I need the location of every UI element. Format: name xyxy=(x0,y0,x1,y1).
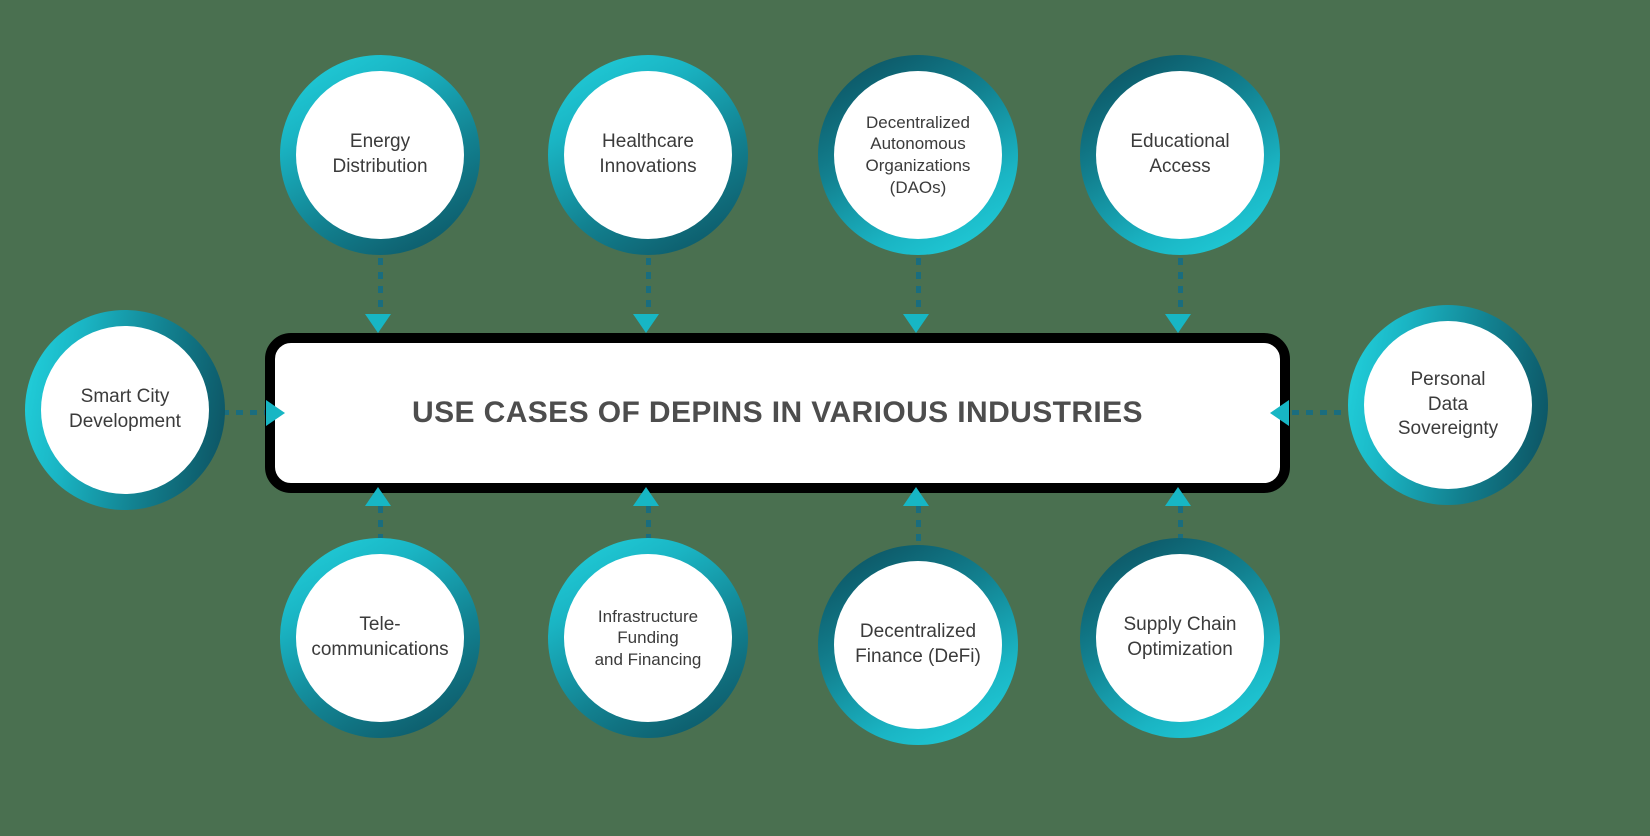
connector-top-1 xyxy=(378,258,383,320)
arrowhead-bottom-2-icon xyxy=(633,487,659,506)
node-label: Energy Distribution xyxy=(332,131,428,177)
arrowhead-top-4-icon xyxy=(1165,314,1191,333)
arrowhead-top-2-icon xyxy=(633,314,659,333)
arrowhead-top-1-icon xyxy=(365,314,391,333)
node-face: Decentralized Finance (DeFi) xyxy=(834,561,1002,729)
node-face: Supply Chain Optimization xyxy=(1096,554,1264,722)
connector-top-4 xyxy=(1178,258,1183,320)
node-label: Personal Data Sovereignty xyxy=(1397,368,1499,440)
node-supply-chain-optimization[interactable]: Supply Chain Optimization xyxy=(1080,538,1280,738)
node-face: Personal Data Sovereignty xyxy=(1364,321,1532,489)
node-label: Decentralized Finance (DeFi) xyxy=(855,621,981,667)
node-label: Tele- communications xyxy=(311,614,449,660)
node-educational-access[interactable]: Educational Access xyxy=(1080,55,1280,255)
node-label: Supply Chain Optimization xyxy=(1123,614,1237,660)
arrowhead-top-3-icon xyxy=(903,314,929,333)
node-energy-distribution[interactable]: Energy Distribution xyxy=(280,55,480,255)
node-label: Educational Access xyxy=(1130,131,1230,177)
node-label: Smart City Development xyxy=(69,386,181,432)
node-face: Tele- communications xyxy=(296,554,464,722)
connector-left-1 xyxy=(222,410,274,415)
arrowhead-bottom-4-icon xyxy=(1165,487,1191,506)
connector-bottom-2 xyxy=(646,506,651,568)
node-label: Healthcare Innovations xyxy=(599,131,697,177)
node-label: Infrastructure Funding and Financing xyxy=(594,606,702,669)
node-telecommunications[interactable]: Tele- communications xyxy=(280,538,480,738)
arrowhead-bottom-3-icon xyxy=(903,487,929,506)
connector-right-1 xyxy=(1292,410,1344,415)
node-healthcare-innovations[interactable]: Healthcare Innovations xyxy=(548,55,748,255)
node-label: Decentralized Autonomous Organizations (… xyxy=(865,112,971,197)
arrowhead-left-1-icon xyxy=(266,400,285,426)
arrowhead-right-1-icon xyxy=(1270,400,1289,426)
node-infrastructure-funding-and-financing[interactable]: Infrastructure Funding and Financing xyxy=(548,538,748,738)
node-face: Healthcare Innovations xyxy=(564,71,732,239)
node-face: Smart City Development xyxy=(41,326,209,494)
node-face: Infrastructure Funding and Financing xyxy=(564,554,732,722)
node-face: Decentralized Autonomous Organizations (… xyxy=(834,71,1002,239)
node-decentralized-autonomous-organizations[interactable]: Decentralized Autonomous Organizations (… xyxy=(818,55,1018,255)
arrowhead-bottom-1-icon xyxy=(365,487,391,506)
node-personal-data-sovereignty[interactable]: Personal Data Sovereignty xyxy=(1348,305,1548,505)
connector-bottom-3 xyxy=(916,506,921,568)
connector-bottom-1 xyxy=(378,506,383,568)
connector-top-2 xyxy=(646,258,651,320)
connector-bottom-4 xyxy=(1178,506,1183,568)
connector-top-3 xyxy=(916,258,921,320)
node-decentralized-finance[interactable]: Decentralized Finance (DeFi) xyxy=(818,545,1018,745)
node-face: Educational Access xyxy=(1096,71,1264,239)
page-title: USE CASES OF DEPINS IN VARIOUS INDUSTRIE… xyxy=(412,396,1143,429)
node-smart-city-development[interactable]: Smart City Development xyxy=(25,310,225,510)
center-concept-box: USE CASES OF DEPINS IN VARIOUS INDUSTRIE… xyxy=(265,333,1290,493)
node-face: Energy Distribution xyxy=(296,71,464,239)
